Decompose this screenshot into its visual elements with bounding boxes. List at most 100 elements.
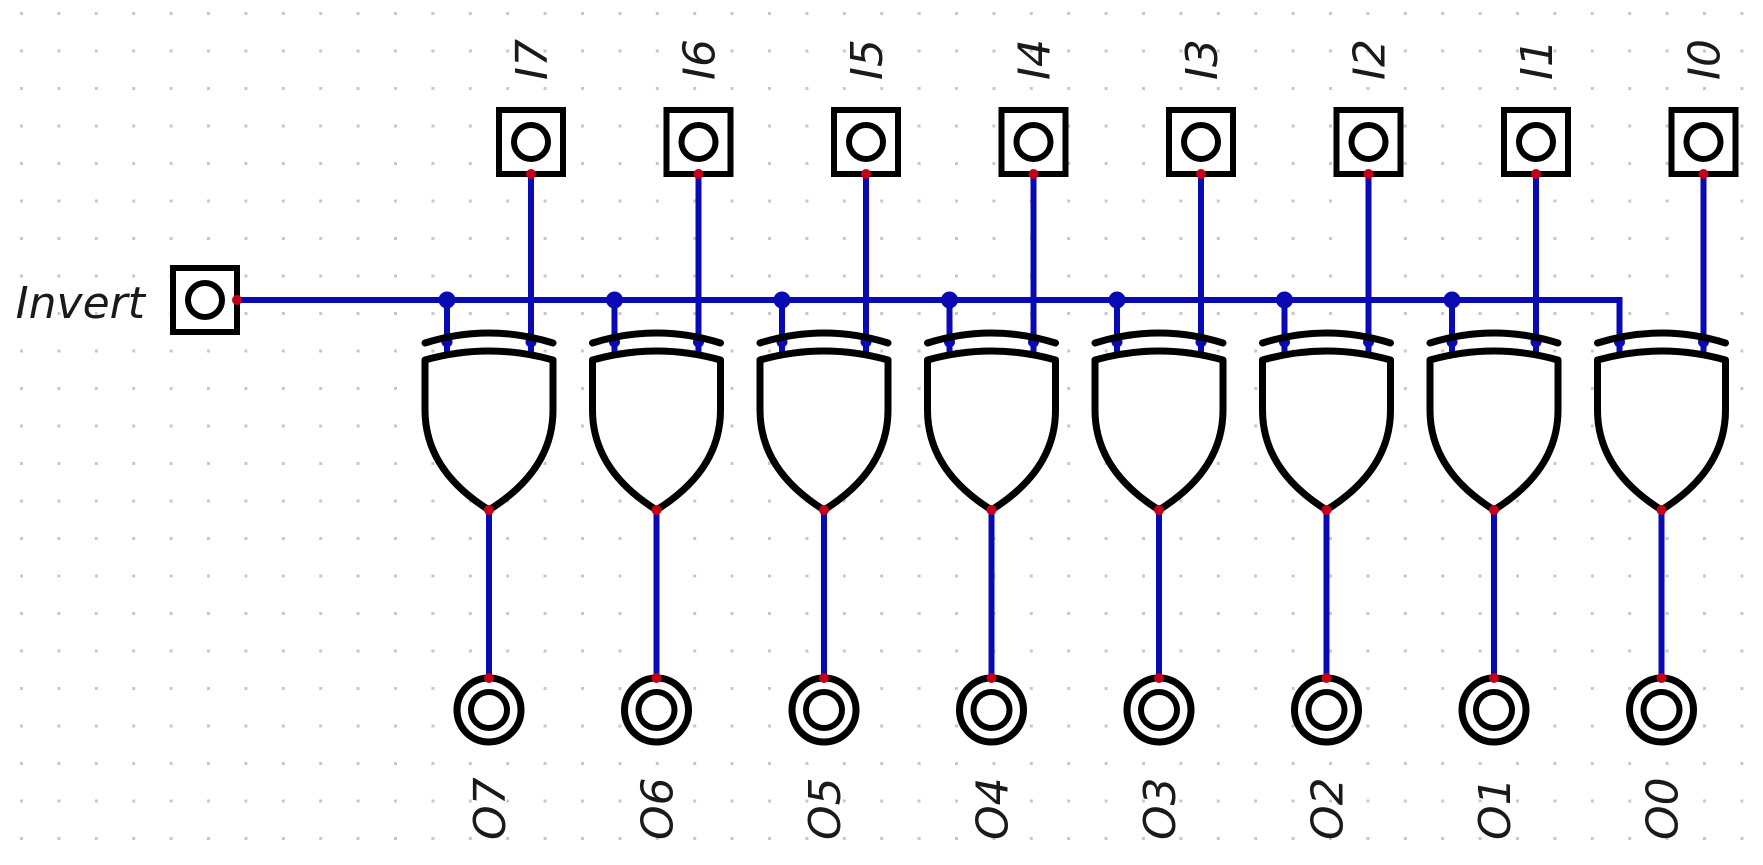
invert-output-pin bbox=[232, 295, 242, 305]
input-label-i0: I0 bbox=[1680, 39, 1731, 80]
input-i6[interactable] bbox=[663, 107, 734, 177]
gate-output-pin-4 bbox=[1154, 505, 1164, 515]
xor-gate-shield bbox=[756, 347, 892, 514]
invert-junction-5 bbox=[1276, 291, 1293, 309]
invert-input[interactable] bbox=[170, 265, 240, 335]
input-i2[interactable] bbox=[1333, 107, 1404, 177]
input-label-i4: I4 bbox=[1010, 39, 1061, 80]
output-label-o5: O5 bbox=[800, 777, 851, 840]
input-toggle-icon bbox=[1683, 122, 1724, 162]
gate-output-pin-1 bbox=[651, 505, 662, 515]
gate-output-pin-2 bbox=[819, 505, 829, 515]
output-led-icon bbox=[468, 689, 510, 731]
input-toggle-icon bbox=[1516, 122, 1556, 162]
xor-gate-arc bbox=[1426, 329, 1562, 347]
input-i0[interactable] bbox=[1668, 107, 1739, 177]
xor-gate-3[interactable] bbox=[924, 329, 1059, 514]
input-toggle-icon bbox=[678, 122, 719, 162]
input-pin-7 bbox=[1698, 169, 1709, 179]
input-i7[interactable] bbox=[496, 107, 566, 177]
xor-gate-7[interactable] bbox=[1594, 329, 1729, 514]
output-o5 bbox=[788, 674, 860, 746]
output-pin-1 bbox=[651, 673, 662, 683]
input-pin-5 bbox=[1363, 169, 1374, 179]
xor-gate-arc bbox=[1091, 329, 1227, 347]
input-toggle-icon bbox=[1013, 122, 1054, 162]
output-led-icon bbox=[803, 689, 845, 731]
xor-gate-5[interactable] bbox=[1259, 329, 1394, 514]
components bbox=[170, 107, 1739, 746]
xor-gate-arc bbox=[756, 329, 892, 347]
input-i4[interactable] bbox=[998, 107, 1069, 177]
output-pin-7 bbox=[1656, 673, 1667, 683]
output-led-icon bbox=[970, 689, 1013, 731]
output-o7 bbox=[453, 674, 525, 746]
xor-gate-0[interactable] bbox=[421, 329, 557, 514]
xor-gate-4[interactable] bbox=[1091, 329, 1227, 514]
invert-junction-2 bbox=[773, 291, 791, 309]
output-o3 bbox=[1123, 674, 1195, 746]
input-pin-4 bbox=[1196, 169, 1206, 179]
invert-label: Invert bbox=[16, 278, 147, 329]
xor-gate-shield bbox=[1259, 347, 1394, 514]
input-label-i7: I7 bbox=[507, 39, 558, 80]
output-pin-0 bbox=[484, 673, 494, 683]
input-label-i3: I3 bbox=[1177, 39, 1228, 80]
output-label-o6: O6 bbox=[633, 777, 684, 840]
input-toggle-icon bbox=[185, 280, 225, 320]
input-i3[interactable] bbox=[1166, 107, 1236, 177]
gate-output-pin-7 bbox=[1656, 505, 1667, 515]
gate-output-pin-5 bbox=[1321, 505, 1332, 515]
input-i1[interactable] bbox=[1501, 107, 1571, 177]
input-label-i2: I2 bbox=[1345, 39, 1396, 80]
output-led-icon bbox=[1305, 689, 1348, 731]
invert-junction-4 bbox=[1108, 291, 1126, 309]
input-pin-3 bbox=[1028, 169, 1039, 179]
xor-gate-shield bbox=[924, 347, 1059, 514]
output-o2 bbox=[1291, 674, 1362, 746]
output-pin-6 bbox=[1489, 673, 1499, 683]
xor-gate-arc bbox=[1259, 329, 1394, 347]
output-o1 bbox=[1458, 674, 1530, 746]
output-led-icon bbox=[1473, 689, 1515, 731]
output-o4 bbox=[956, 674, 1027, 746]
output-o6 bbox=[621, 674, 692, 746]
xor-gate-2[interactable] bbox=[756, 329, 892, 514]
invert-junction-0 bbox=[438, 291, 456, 309]
xor-gate-shield bbox=[1091, 347, 1227, 514]
output-pin-2 bbox=[819, 673, 829, 683]
input-toggle-icon bbox=[1348, 122, 1389, 162]
output-pin-4 bbox=[1154, 673, 1164, 683]
input-label-i6: I6 bbox=[675, 39, 726, 80]
output-pin-3 bbox=[986, 673, 997, 683]
output-label-o2: O2 bbox=[1303, 777, 1354, 840]
xor-gate-arc bbox=[1594, 329, 1729, 347]
xor-gate-6[interactable] bbox=[1426, 329, 1562, 514]
input-toggle-icon bbox=[511, 122, 551, 162]
gate-output-pin-0 bbox=[484, 505, 494, 515]
output-label-o1: O1 bbox=[1470, 777, 1521, 840]
invert-junction-1 bbox=[606, 291, 623, 309]
xor-gate-arc bbox=[421, 329, 557, 347]
xor-gate-1[interactable] bbox=[589, 329, 724, 514]
gate-output-pin-3 bbox=[986, 505, 997, 515]
input-pin-6 bbox=[1531, 169, 1541, 179]
output-label-o7: O7 bbox=[465, 777, 516, 840]
input-toggle-icon bbox=[846, 122, 886, 162]
input-i5[interactable] bbox=[831, 107, 901, 177]
output-label-o3: O3 bbox=[1135, 777, 1186, 840]
xor-gate-shield bbox=[589, 347, 724, 514]
output-label-o4: O4 bbox=[968, 777, 1019, 840]
input-label-i1: I1 bbox=[1512, 39, 1563, 80]
invert-junction-6 bbox=[1443, 291, 1461, 309]
output-o0 bbox=[1626, 674, 1697, 746]
output-led-icon bbox=[635, 689, 678, 731]
xor-gate-arc bbox=[924, 329, 1059, 347]
input-pin-2 bbox=[861, 169, 871, 179]
xor-gate-shield bbox=[421, 347, 557, 514]
gate-output-pin-6 bbox=[1489, 505, 1499, 515]
invert-junction-3 bbox=[941, 291, 958, 309]
xor-gate-shield bbox=[1594, 347, 1729, 514]
output-pin-5 bbox=[1321, 673, 1332, 683]
